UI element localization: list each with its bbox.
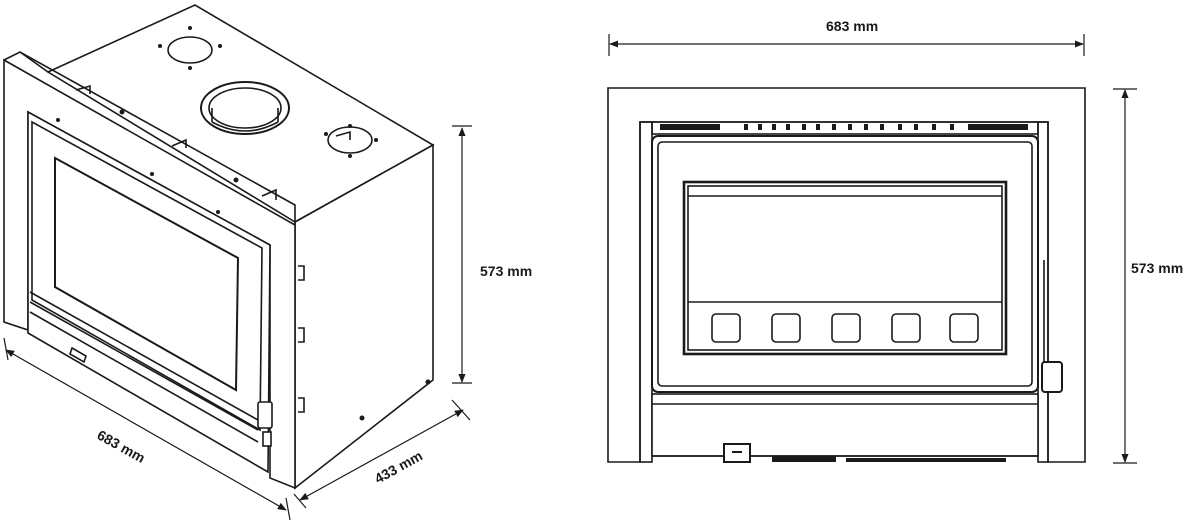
iso-height-label: 573 mm [480, 263, 532, 279]
iso-screws [56, 26, 431, 421]
control-button-5 [949, 313, 979, 343]
iso-depth-dimension [299, 409, 464, 501]
isometric-view [3, 4, 435, 490]
front-control-buttons [711, 313, 979, 343]
control-button-2 [771, 313, 801, 343]
iso-depth-label: 433 mm [372, 447, 425, 486]
front-view [607, 87, 1086, 463]
control-button-1 [711, 313, 741, 343]
front-width-label: 683 mm [826, 18, 878, 34]
front-dimension-lines [608, 34, 1137, 464]
front-height-label: 573 mm [1131, 260, 1183, 276]
control-button-3 [831, 313, 861, 343]
control-button-4 [891, 313, 921, 343]
front-door-handle [1041, 361, 1063, 393]
front-grille-slots [660, 124, 1028, 462]
front-top-grille [651, 121, 1039, 135]
iso-dimension-lines [3, 125, 472, 521]
iso-width-label: 683 mm [95, 427, 148, 466]
iso-flue-outlet [200, 81, 290, 135]
iso-air-inlet-left [167, 36, 213, 64]
iso-door-handle [257, 401, 273, 429]
iso-width-dimension [5, 349, 287, 511]
front-glass-window [682, 180, 1008, 356]
front-door [651, 135, 1039, 393]
